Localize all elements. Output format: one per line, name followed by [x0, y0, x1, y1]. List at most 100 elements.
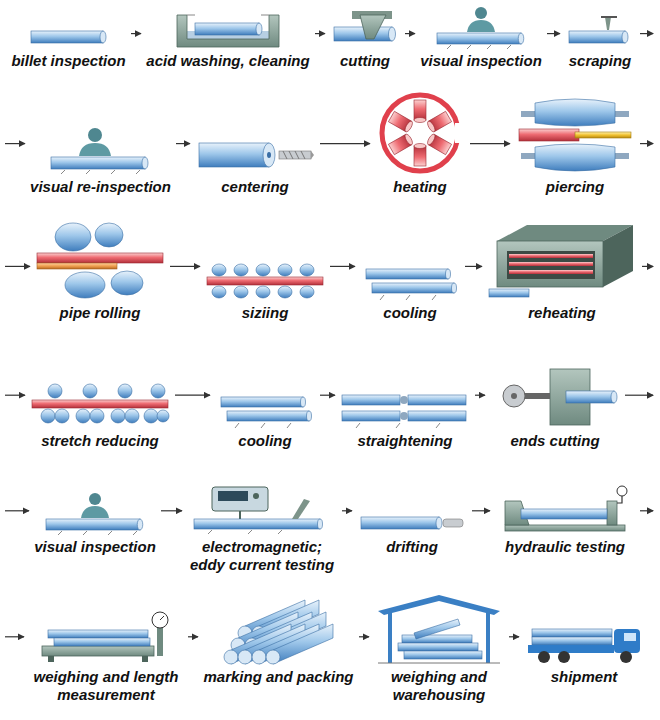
- scale-icon: [36, 610, 176, 665]
- drawing-rect: [342, 411, 400, 421]
- drawing-path: [81, 506, 109, 518]
- drawing-rect: [497, 241, 603, 287]
- step-label: weighing and warehousing: [384, 668, 494, 704]
- flow-arrow: [465, 266, 482, 267]
- drawing-ellipse: [263, 143, 275, 167]
- flow-arrow: [547, 33, 560, 34]
- cutting-icon: [330, 9, 400, 49]
- process-step: pipe rolling: [32, 210, 168, 322]
- hydraulic-tester-icon: [495, 485, 635, 535]
- drawing-rect: [142, 656, 148, 662]
- step-label: hydraulic testing: [505, 538, 625, 556]
- drawing-rect: [32, 400, 168, 408]
- drawing-rect: [408, 395, 466, 405]
- process-step: cooling: [212, 340, 318, 450]
- process-step: hydraulic testing: [492, 470, 638, 556]
- flow-arrow: [509, 636, 519, 637]
- step-label: piercing: [546, 178, 604, 196]
- drift-icon: [357, 511, 467, 535]
- process-step: reheating: [484, 210, 640, 322]
- flow-arrow: [315, 33, 325, 34]
- flow-arrow: [5, 263, 654, 395]
- drawing-circle: [266, 650, 280, 664]
- drawing-rect: [455, 123, 465, 143]
- drawing-rect: [615, 111, 629, 117]
- drawing-path: [283, 151, 305, 159]
- arrow-line: [320, 143, 370, 144]
- drawing-rect: [507, 251, 595, 279]
- flow-arrow: [342, 510, 352, 511]
- drawing-ellipse: [404, 133, 414, 146]
- step-label: acid washing, cleaning: [146, 52, 309, 70]
- drawing-polygon: [378, 595, 500, 615]
- arrow-line: [5, 143, 25, 144]
- drawing-ellipse: [212, 286, 226, 298]
- drawing-ellipse: [95, 223, 123, 247]
- drawing-ellipse: [111, 271, 143, 295]
- drawing-rect: [342, 395, 400, 405]
- drawing-rect: [366, 269, 448, 279]
- drawing-ellipse: [301, 397, 306, 407]
- billet-icon: [23, 25, 113, 49]
- drawing-ellipse: [300, 286, 314, 298]
- drawing-circle: [620, 651, 632, 663]
- drawing-ellipse: [436, 517, 442, 529]
- drawing-ellipse: [256, 286, 270, 298]
- drawing-path: [187, 15, 269, 16]
- drawing-path: [601, 16, 617, 18]
- step-label: cutting: [340, 52, 390, 70]
- drawing-path: [356, 423, 440, 428]
- drawing-rect: [37, 253, 163, 263]
- drawing-circle: [41, 409, 55, 423]
- drawing-rect: [46, 519, 140, 530]
- drawing-g: [426, 133, 451, 155]
- acid-tank-icon: [173, 9, 283, 49]
- arrow-line: [509, 636, 519, 637]
- drawing-rect: [402, 635, 472, 643]
- drawing-ellipse: [234, 286, 248, 298]
- drawing-ellipse: [267, 152, 271, 158]
- arrow-line: [5, 395, 25, 396]
- step-label: weighing and length measurement: [29, 668, 183, 704]
- drawing-path: [605, 17, 611, 30]
- step-label: visual inspection: [420, 52, 542, 70]
- drawing-ellipse: [137, 519, 143, 530]
- arrow-line: [5, 266, 30, 267]
- step-label: stretch reducing: [41, 432, 159, 450]
- process-step: straightening: [337, 340, 473, 450]
- step-label: cooling: [238, 432, 291, 450]
- drawing-rect: [54, 638, 150, 646]
- drawing-rect: [414, 100, 426, 120]
- drawing-path: [79, 143, 111, 156]
- drawing-path: [617, 496, 622, 503]
- inspector-icon: [431, 5, 531, 49]
- flow-arrow: [161, 510, 182, 511]
- piercing-mill-icon: [515, 95, 635, 175]
- drawing-ellipse: [426, 133, 436, 146]
- arrow-head: [647, 392, 654, 399]
- flow-arrow: [359, 636, 369, 637]
- drawing-rect: [615, 153, 629, 159]
- process-step: ends cutting: [487, 340, 623, 450]
- drawing-circle: [111, 409, 125, 423]
- drawing-ellipse: [256, 264, 270, 276]
- drawing-rect: [31, 31, 103, 43]
- process-step: heating: [372, 92, 468, 196]
- drawing-g: [414, 100, 426, 123]
- arrow-line: [175, 395, 210, 396]
- stretch-reducing-icon: [30, 379, 170, 429]
- drawing-ellipse: [446, 269, 451, 279]
- drawing-path: [447, 45, 511, 49]
- drawing-rect: [42, 646, 154, 656]
- drawing-rect: [361, 517, 439, 529]
- drawing-ellipse: [55, 223, 91, 251]
- drawing-rect: [505, 525, 625, 531]
- drawing-rect: [199, 143, 269, 167]
- step-label: drifting: [386, 538, 438, 556]
- process-step: marking and packing: [200, 590, 357, 686]
- arrow-head: [647, 507, 654, 514]
- drawing-rect: [48, 656, 54, 662]
- drawing-rect: [624, 633, 636, 641]
- drawing-polygon: [603, 225, 633, 287]
- drawing-g: [414, 144, 426, 167]
